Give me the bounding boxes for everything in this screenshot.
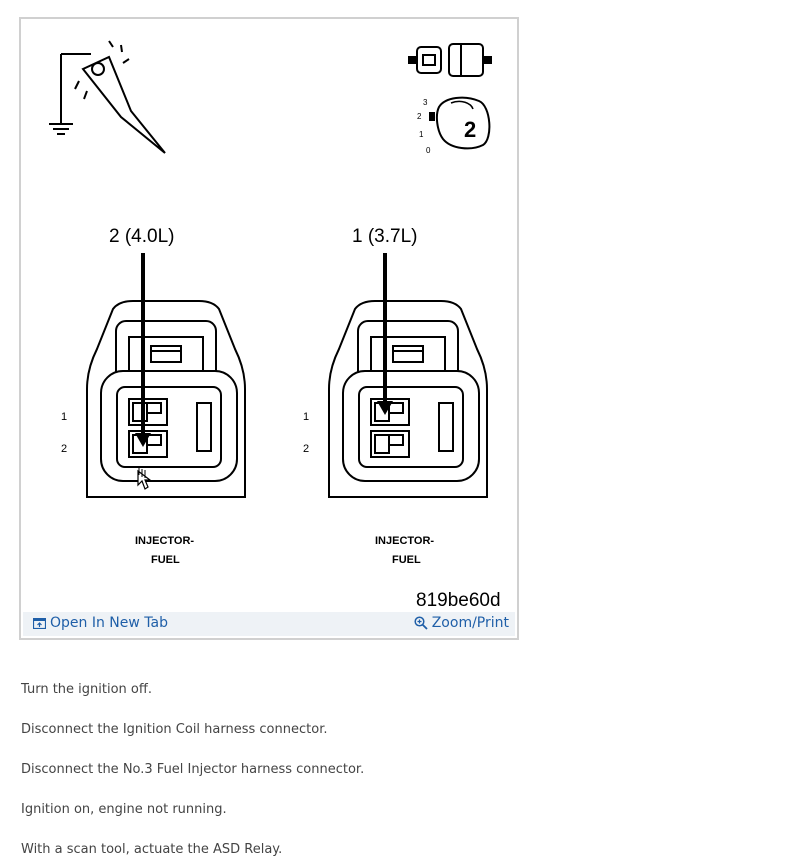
zoom-print-label: Zoom/Print bbox=[431, 615, 509, 631]
instruction-step: Turn the ignition off. bbox=[21, 682, 152, 697]
connector-right-label-line1: INJECTOR- bbox=[375, 535, 434, 547]
connector-left-label-line2: FUEL bbox=[151, 554, 180, 566]
zoom-print-link[interactable]: Zoom/Print bbox=[414, 615, 509, 631]
key-position-3: 3 bbox=[423, 98, 428, 107]
callout-right-label: 1 (3.7L) bbox=[352, 226, 417, 247]
pin-number-right-1: 1 bbox=[303, 411, 309, 423]
open-in-new-tab-label: Open In New Tab bbox=[50, 615, 168, 631]
figure-action-bar: Open In New Tab Zoom/Print bbox=[23, 612, 515, 636]
callout-right-arrow bbox=[377, 253, 393, 415]
figure-id: 819be60d bbox=[416, 590, 501, 611]
instruction-step: Disconnect the Ignition Coil harness con… bbox=[21, 722, 328, 737]
key-number: 2 bbox=[464, 117, 476, 142]
ignition-key-icon: 3 2 1 0 2 bbox=[417, 96, 491, 155]
key-position-0: 0 bbox=[426, 146, 431, 155]
connector-disconnect-icon bbox=[408, 43, 492, 77]
connector-diagram: 3 2 1 0 2 2 (4.0L) 1 (3.7L) bbox=[49, 40, 501, 611]
new-tab-icon bbox=[33, 617, 46, 629]
callout-left-label: 2 (4.0L) bbox=[109, 226, 174, 247]
pin-number-left-1: 1 bbox=[61, 411, 67, 423]
instruction-step: Ignition on, engine not running. bbox=[21, 802, 227, 817]
pin-number-right-2: 2 bbox=[303, 443, 309, 455]
zoom-icon bbox=[414, 616, 428, 630]
test-light-icon bbox=[49, 40, 166, 154]
open-in-new-tab-link[interactable]: Open In New Tab bbox=[33, 615, 168, 631]
connector-right-label-line2: FUEL bbox=[392, 554, 421, 566]
key-position-1: 1 bbox=[419, 130, 424, 139]
instruction-step: Disconnect the No.3 Fuel Injector harnes… bbox=[21, 762, 365, 777]
pin-number-left-2: 2 bbox=[61, 443, 67, 455]
connector-right bbox=[328, 300, 488, 498]
connector-left bbox=[86, 300, 246, 498]
instruction-step: With a scan tool, actuate the ASD Relay. bbox=[21, 842, 283, 857]
pointer-cursor-icon bbox=[137, 467, 152, 490]
key-position-2: 2 bbox=[417, 112, 422, 121]
connector-left-label-line1: INJECTOR- bbox=[135, 535, 194, 547]
wiring-diagram-figure: 3 2 1 0 2 2 (4.0L) 1 (3.7L) bbox=[19, 17, 519, 640]
callout-left-arrow bbox=[135, 253, 151, 447]
